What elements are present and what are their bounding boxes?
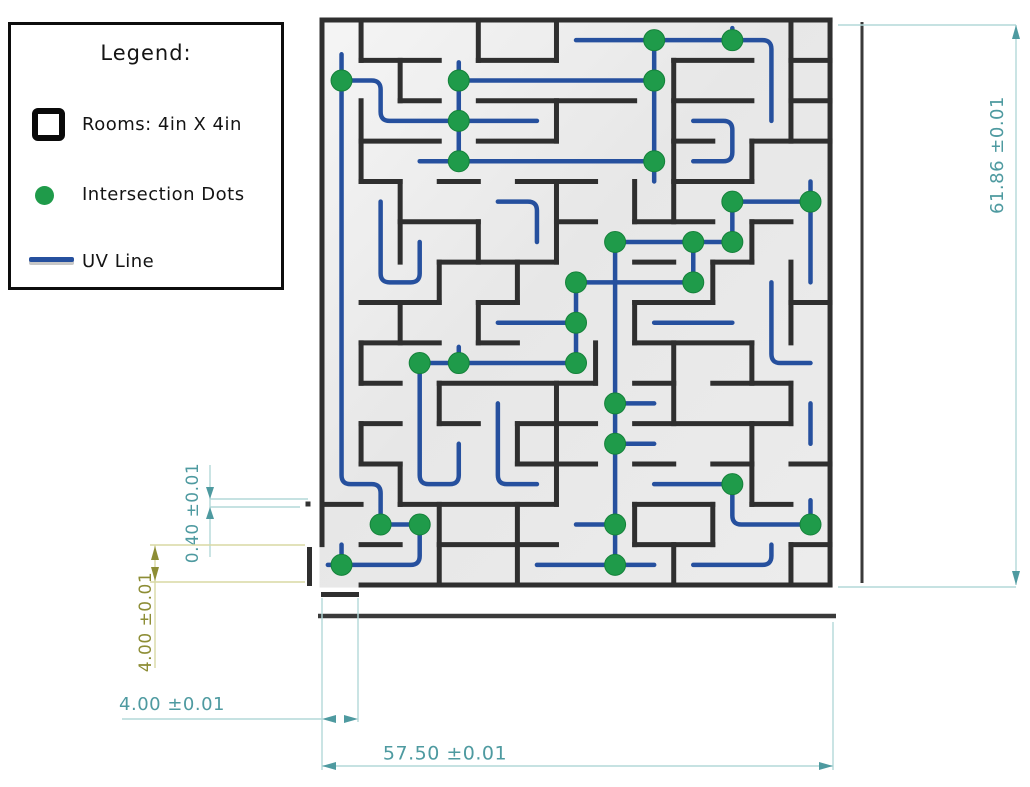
- dimension-entrance-width: 4.00 ±0.01: [119, 598, 359, 770]
- legend-uv-label: UV Line: [82, 251, 155, 272]
- intersection-dots: [330, 29, 822, 576]
- dimension-total-width: 57.50 ±0.01: [322, 622, 834, 770]
- dimension-label-entrance-width: 4.00 ±0.01: [119, 694, 225, 715]
- uv-line-icon: [29, 257, 74, 262]
- dimension-label-entrance-height: 4.00 ±0.01: [136, 572, 156, 672]
- dimension-label-total-width: 57.50 ±0.01: [383, 743, 507, 765]
- maze-walls: [319, 17, 833, 588]
- dimension-wall-thickness: 0.40 ±0.01: [183, 463, 311, 563]
- dimension-label-wall-thickness: 0.40 ±0.01: [183, 463, 203, 563]
- intersection-dot-icon: [35, 186, 54, 205]
- dimension-height-right: 61.86 ±0.01: [838, 24, 1020, 588]
- rooms-square-icon: [32, 108, 65, 141]
- dimension-entrance-height: 4.00 ±0.01: [136, 544, 305, 672]
- dimension-label-height-right: 61.86 ±0.01: [987, 96, 1008, 214]
- legend-rooms-label: Rooms: 4in X 4in: [82, 114, 242, 135]
- legend-title: Legend:: [100, 41, 192, 65]
- legend-dots-label: Intersection Dots: [82, 184, 245, 205]
- legend-box: Legend: Rooms: 4in X 4in Intersection Do…: [8, 22, 284, 290]
